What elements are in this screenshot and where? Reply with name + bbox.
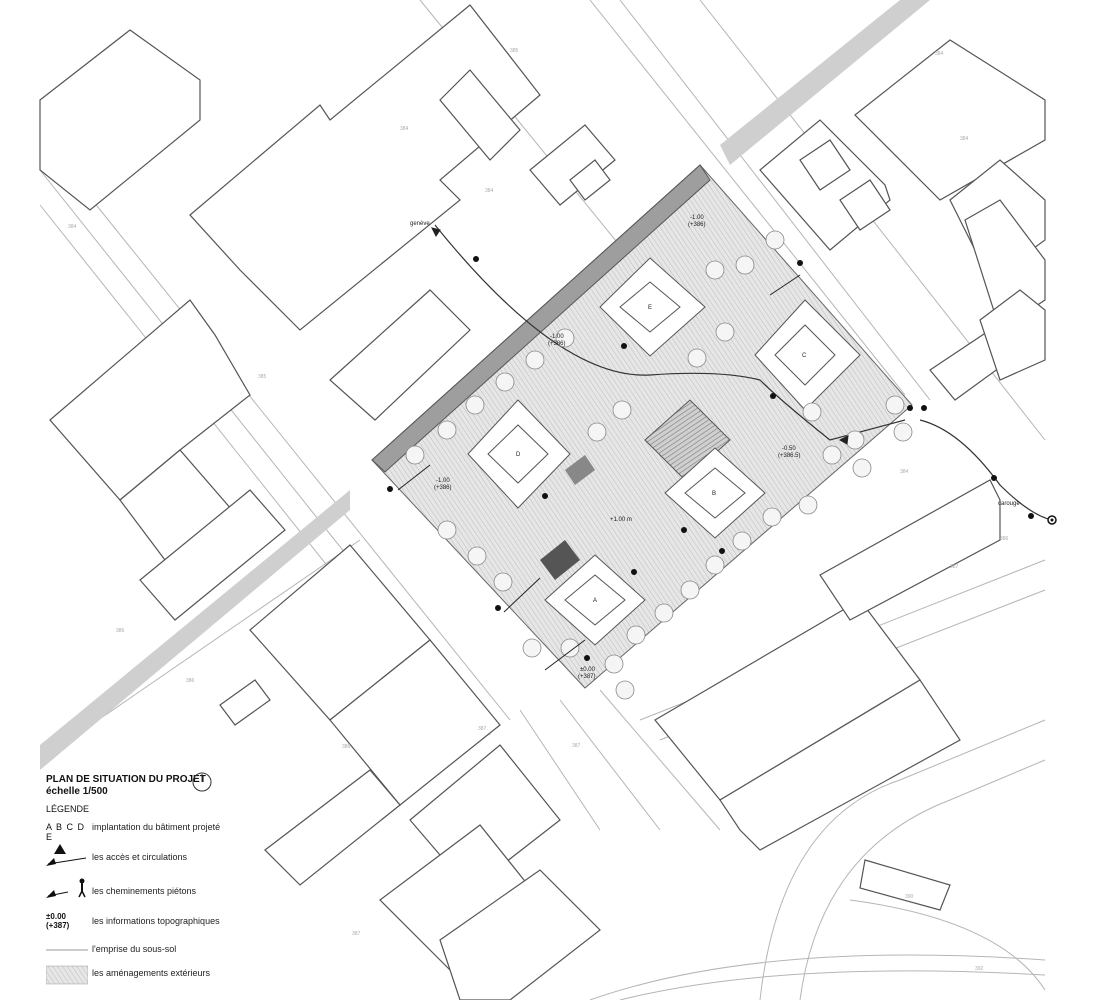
svg-text:-1.00: -1.00: [690, 215, 704, 221]
exterior-hatch-icon: [46, 965, 88, 985]
svg-text:386: 386: [1000, 536, 1009, 542]
svg-text:384: 384: [960, 136, 969, 142]
building-B: B: [664, 447, 766, 539]
svg-text:387: 387: [572, 743, 581, 749]
svg-text:-0.50: -0.50: [782, 446, 796, 452]
plan-title: PLAN DE SITUATION DU PROJET: [46, 774, 206, 785]
building-D: D: [467, 399, 571, 509]
legend-heading: LÉGENDE: [46, 804, 90, 814]
svg-text:385: 385: [510, 48, 519, 54]
building-label-d: D: [516, 452, 521, 458]
svg-text:385: 385: [258, 374, 267, 380]
svg-text:±0.00: ±0.00: [580, 667, 596, 673]
svg-text:390: 390: [905, 894, 914, 900]
north-arrow-icon: [192, 772, 212, 792]
plan-scale: échelle 1/500: [46, 786, 108, 797]
svg-text:(+386): (+386): [434, 485, 452, 491]
building-label-e: E: [648, 305, 652, 311]
level-annotations: +1.00 m -1.00 (+386) -1.00 (+386) -1.00 …: [434, 215, 801, 680]
svg-text:386: 386: [116, 628, 125, 634]
context-buildings: [39, 4, 1046, 1000]
building-label-b: B: [712, 491, 716, 497]
svg-text:(+386.5): (+386.5): [778, 453, 801, 459]
svg-text:-1.00: -1.00: [436, 478, 450, 484]
legend-item-exterior: les aménagements extérieurs: [46, 964, 406, 986]
trees: [405, 230, 913, 700]
legend: PLAN DE SITUATION DU PROJET échelle 1/50…: [46, 772, 406, 994]
building-A: A: [544, 554, 646, 646]
svg-text:(+386): (+386): [548, 341, 566, 347]
building-label-c: C: [802, 353, 807, 359]
building-C: C: [754, 299, 861, 411]
building-E: E: [599, 257, 706, 357]
svg-text:386: 386: [342, 744, 351, 750]
pedestrian-markers: [387, 256, 1034, 661]
basement-line-icon: [46, 949, 88, 951]
svg-text:384: 384: [68, 224, 77, 230]
svg-text:387: 387: [352, 931, 361, 937]
legend-item-access: les accès et circulations: [46, 844, 406, 866]
svg-text:392: 392: [975, 966, 984, 972]
label-carouge: carouge: [998, 501, 1020, 507]
svg-text:387: 387: [478, 726, 487, 732]
road-strips: [40, 0, 930, 770]
legend-item-topo: ±0.00 (+387) les informations topographi…: [46, 912, 220, 930]
legend-item-basement: l'emprise du sous-sol: [46, 942, 406, 964]
legend-item-pedestrian: les cheminements piétons: [46, 878, 406, 900]
svg-text:384: 384: [485, 188, 494, 194]
pedestrian-icon: [46, 878, 86, 898]
svg-text:384: 384: [900, 469, 909, 475]
project-site: [371, 164, 1053, 689]
svg-text:(+387): (+387): [578, 674, 596, 680]
svg-text:384: 384: [935, 51, 944, 57]
altitude-labels: 385 384 384 384 384 385 386 386 386 386 …: [68, 48, 1009, 972]
svg-text:387: 387: [950, 564, 959, 570]
svg-text:384: 384: [400, 126, 409, 132]
access-arrows: [397, 227, 849, 671]
svg-text:(+386): (+386): [688, 222, 706, 228]
label-geneve: genève: [410, 221, 430, 227]
access-arrow-icon: [46, 844, 87, 866]
building-label-a: A: [593, 598, 597, 604]
level-center: +1.00 m: [610, 517, 632, 523]
legend-item-buildings: A B C D E implantation du bâtiment proje…: [46, 822, 221, 842]
svg-text:-1.00: -1.00: [550, 334, 564, 340]
svg-text:386: 386: [186, 678, 195, 684]
